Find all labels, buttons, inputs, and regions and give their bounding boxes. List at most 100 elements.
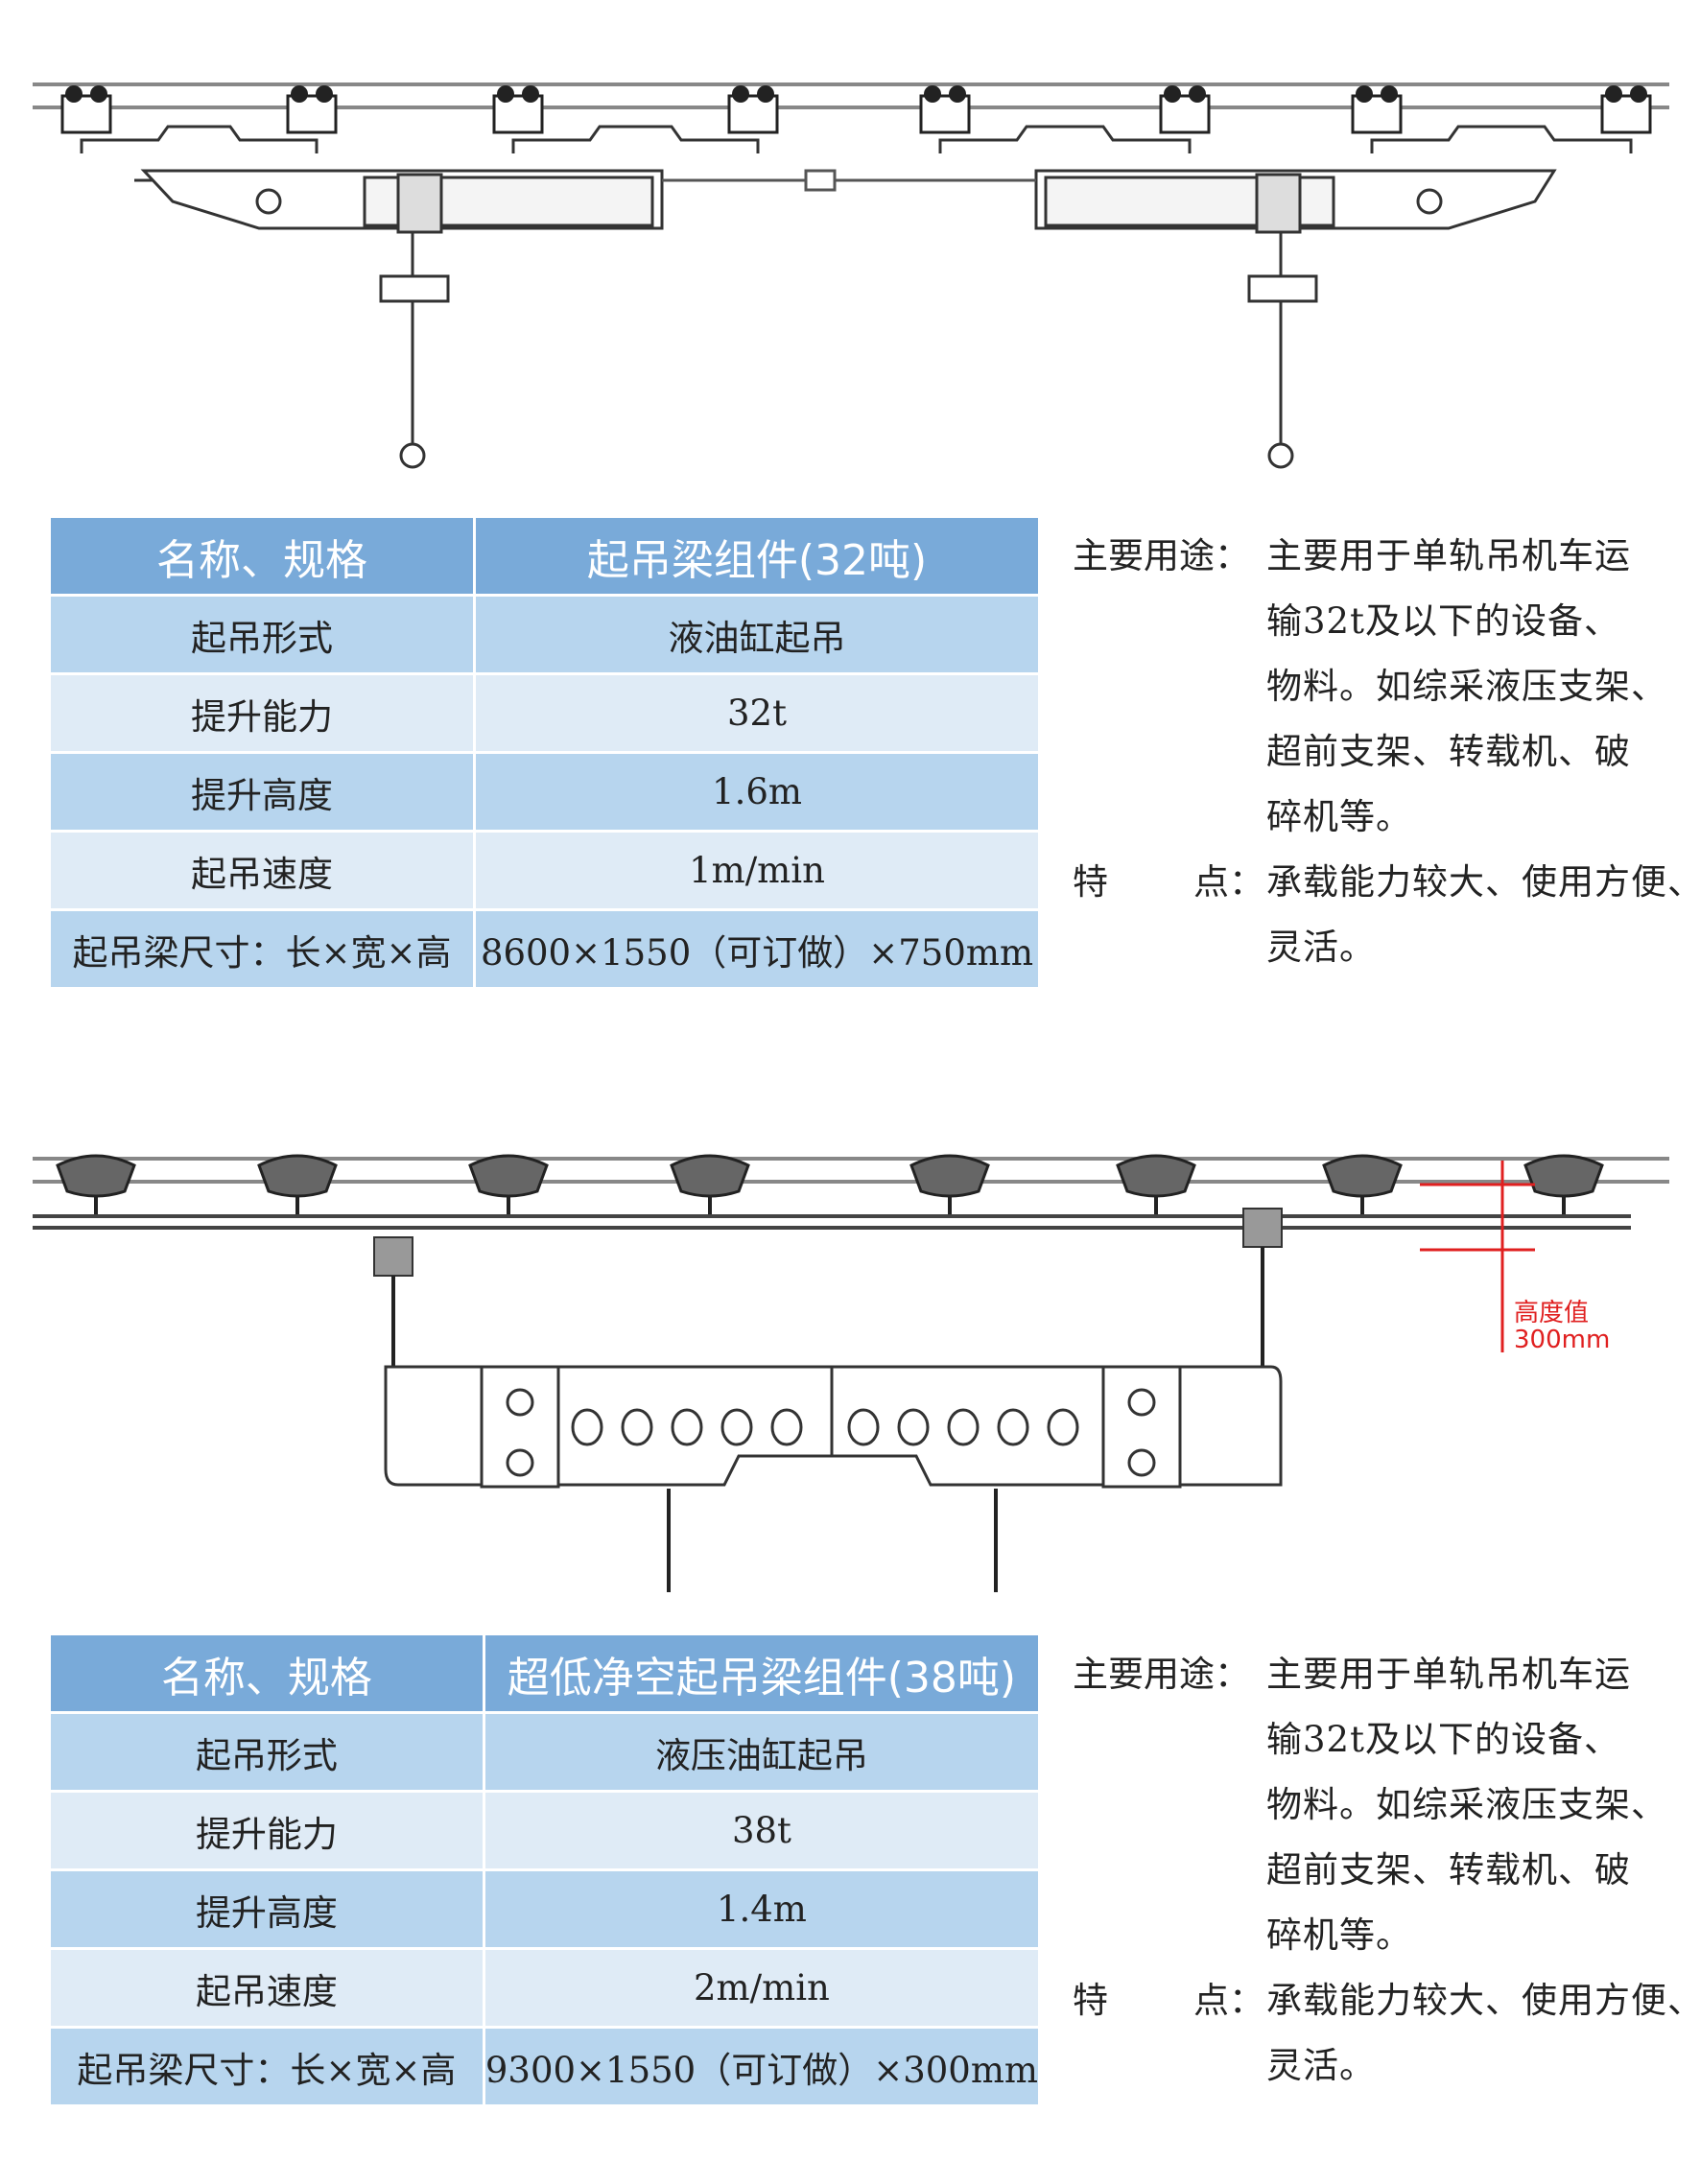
- dimension-name: 高度值: [1514, 1299, 1590, 1327]
- chain-hook-right: [1247, 232, 1318, 469]
- row-value: 8600×1550（可订做）×750mm: [476, 911, 1041, 990]
- feature-label-a: 特: [1073, 861, 1108, 903]
- beam-hole-icon: [770, 1408, 803, 1446]
- product-description-32t: 主要用途：主要用于单轨吊机车运 输32t及以下的设备、 物料。如综采液压支架、 …: [1073, 524, 1700, 980]
- table-row: 起吊形式 液压油缸起吊: [51, 1714, 1041, 1793]
- beam-hole-icon: [671, 1408, 703, 1446]
- table-row: 提升能力 32t: [51, 675, 1041, 754]
- usage-text: 碎机等。: [1266, 1914, 1412, 1956]
- feature-label-b: 点：: [1193, 1980, 1264, 2021]
- feature-text: 灵活。: [1266, 2045, 1376, 2086]
- trolley-wheel-icon: [670, 1154, 750, 1216]
- row-label: 起吊速度: [51, 833, 476, 911]
- feature-text: 灵活。: [1266, 927, 1376, 968]
- trolley-wheel-icon: [492, 85, 544, 134]
- lifting-beam-body: [384, 1365, 1283, 1489]
- row-value: 液压油缸起吊: [484, 1714, 1041, 1793]
- usage-text: 主要用于单轨吊机车运: [1266, 1654, 1631, 1695]
- beam-hole-icon: [621, 1408, 653, 1446]
- trolley-wheel-icon: [727, 85, 779, 134]
- usage-text: 碎机等。: [1266, 796, 1412, 837]
- beam-hole-icon: [847, 1408, 880, 1446]
- lug-hole-icon: [1127, 1388, 1156, 1417]
- trolley-group: [56, 1154, 1604, 1216]
- row-label: 提升高度: [51, 1871, 485, 1950]
- table-row: 提升高度 1.6m: [51, 754, 1041, 833]
- monorail-track: [33, 82, 1669, 109]
- table-row: 起吊梁尺寸：长×宽×高 9300×1550（可订做）×300mm: [51, 2029, 1041, 2107]
- feature-label-a: 特: [1073, 1980, 1108, 2021]
- trolley-wheel-icon: [909, 1154, 990, 1216]
- height-dimension-label: 高度值 300mm: [1514, 1300, 1610, 1353]
- usage-text: 输32t及以下的设备、: [1266, 1719, 1620, 1760]
- header-value: 超低净空起吊梁组件(38吨): [484, 1635, 1041, 1714]
- table-row: 提升能力 38t: [51, 1793, 1041, 1871]
- row-value: 1.4m: [484, 1871, 1041, 1950]
- row-label: 提升能力: [51, 675, 476, 754]
- trolley-wheel-icon: [56, 1154, 136, 1216]
- hoist-units: [373, 1208, 1283, 1277]
- row-value: 9300×1550（可订做）×300mm: [484, 2029, 1041, 2107]
- spec-table-38t: 名称、规格 超低净空起吊梁组件(38吨) 起吊形式 液压油缸起吊 提升能力 38…: [51, 1635, 1041, 2107]
- trolley-wheel-icon: [286, 85, 338, 134]
- header-label: 名称、规格: [51, 518, 476, 597]
- row-label: 起吊速度: [51, 1950, 485, 2029]
- usage-label: 主要用途：: [1073, 535, 1250, 576]
- feature-label-b: 点：: [1193, 861, 1264, 903]
- hook-shackles: [667, 1489, 998, 1592]
- dimension-value: 300mm: [1514, 1326, 1611, 1354]
- lifting-chains: [391, 1247, 1264, 1381]
- beam-holes: [506, 1388, 1156, 1477]
- header-value: 起吊梁组件(32吨): [476, 518, 1041, 597]
- beam-hole-icon: [571, 1408, 603, 1446]
- row-value: 2m/min: [484, 1950, 1041, 2029]
- beam-hole-icon: [997, 1408, 1029, 1446]
- table-row: 起吊速度 1m/min: [51, 833, 1041, 911]
- row-value: 1.6m: [476, 754, 1041, 833]
- usage-text: 物料。如综采液压支架、: [1266, 1784, 1667, 1825]
- trolley-frame: [80, 125, 319, 153]
- spec-table-32t: 名称、规格 起吊梁组件(32吨) 起吊形式 液油缸起吊 提升能力 32t 提升高…: [51, 518, 1041, 990]
- trolley-wheel-icon: [468, 1154, 549, 1216]
- row-label: 起吊形式: [51, 1714, 485, 1793]
- trolley-frame: [1370, 125, 1633, 153]
- connecting-rod: [662, 169, 1036, 192]
- trolley-wheel-icon: [1523, 1154, 1604, 1216]
- lifting-beam-38t-drawing: [33, 1154, 1669, 1592]
- feature-label: 特 点：: [1073, 1968, 1264, 2033]
- usage-text: 超前支架、转载机、破: [1266, 731, 1631, 772]
- row-label: 提升高度: [51, 754, 476, 833]
- product-description-38t: 主要用途：主要用于单轨吊机车运 输32t及以下的设备、 物料。如综采液压支架、 …: [1073, 1642, 1700, 2099]
- trolley-wheel-icon: [919, 85, 971, 134]
- lifting-beam-32t-drawing: [33, 82, 1669, 469]
- trolley-wheel-icon: [257, 1154, 338, 1216]
- usage-label: 主要用途：: [1073, 1654, 1250, 1695]
- trolley-wheel-icon: [60, 85, 112, 134]
- height-dimension: [1420, 1161, 1535, 1352]
- header-label: 名称、规格: [51, 1635, 485, 1714]
- usage-text: 物料。如综采液压支架、: [1266, 666, 1667, 707]
- feature-text: 承载能力较大、使用方便、: [1266, 861, 1700, 903]
- lug-hole-icon: [1127, 1448, 1156, 1477]
- beam-hole-icon: [720, 1408, 753, 1446]
- lug-hole-icon: [506, 1448, 534, 1477]
- trolley-wheel-icon: [1600, 85, 1652, 134]
- row-label: 起吊梁尺寸：长×宽×高: [51, 2029, 485, 2107]
- trolley-group: [60, 85, 1652, 153]
- row-value: 38t: [484, 1793, 1041, 1871]
- row-value: 液油缸起吊: [476, 597, 1041, 675]
- usage-text: 主要用于单轨吊机车运: [1266, 535, 1631, 576]
- table-row: 起吊梁尺寸：长×宽×高 8600×1550（可订做）×750mm: [51, 911, 1041, 990]
- table-row: 起吊速度 2m/min: [51, 1950, 1041, 2029]
- row-label: 提升能力: [51, 1793, 485, 1871]
- usage-text: 超前支架、转载机、破: [1266, 1849, 1631, 1890]
- beam-hole-icon: [1047, 1408, 1079, 1446]
- usage-text: 输32t及以下的设备、: [1266, 600, 1620, 642]
- table-header-row: 名称、规格 起吊梁组件(32吨): [51, 518, 1041, 597]
- table-row: 提升高度 1.4m: [51, 1871, 1041, 1950]
- table-row: 起吊形式 液油缸起吊: [51, 597, 1041, 675]
- table-header-row: 名称、规格 超低净空起吊梁组件(38吨): [51, 1635, 1041, 1714]
- trolley-wheel-icon: [1116, 1154, 1196, 1216]
- feature-text: 承载能力较大、使用方便、: [1266, 1980, 1700, 2021]
- row-value: 1m/min: [476, 833, 1041, 911]
